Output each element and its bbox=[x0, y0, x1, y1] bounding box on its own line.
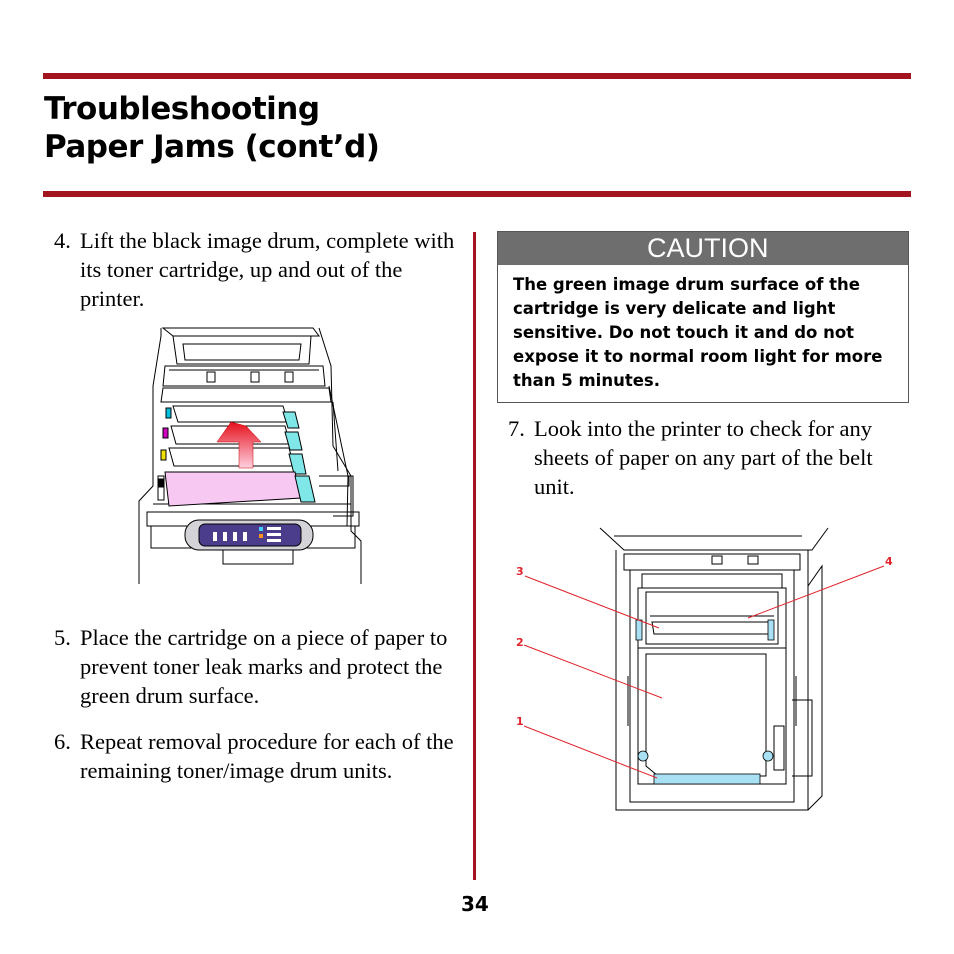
caution-box: CAUTION The green image drum surface of … bbox=[497, 231, 909, 403]
callout-1: 1 bbox=[516, 715, 524, 728]
caution-text: The green image drum surface of the cart… bbox=[513, 275, 883, 390]
callout-3: 3 bbox=[516, 565, 524, 578]
belt-unit-illustration: 1 2 3 4 bbox=[516, 527, 893, 811]
callout-2: 2 bbox=[516, 636, 524, 649]
page-title-line1: Troubleshooting bbox=[44, 91, 320, 127]
step-4: 4. Lift the black image drum, complete w… bbox=[54, 226, 464, 313]
drum-removal-illustration bbox=[138, 327, 362, 584]
column-divider bbox=[473, 232, 476, 880]
page-title-line2: Paper Jams (cont’d) bbox=[44, 129, 380, 165]
header-rule-top bbox=[43, 73, 911, 79]
callout-4: 4 bbox=[885, 555, 893, 568]
step-number: 4. bbox=[54, 228, 71, 253]
step-text: Look into the printer to check for any s… bbox=[534, 416, 873, 499]
step-7: 7. Look into the printer to check for an… bbox=[508, 414, 918, 501]
step-6: 6. Repeat removal procedure for each of … bbox=[54, 727, 454, 785]
page-title: Troubleshooting Paper Jams (cont’d) bbox=[44, 90, 380, 166]
step-text: Lift the black image drum, complete with… bbox=[80, 228, 455, 311]
step-text: Repeat removal procedure for each of the… bbox=[80, 729, 454, 783]
caution-heading: CAUTION bbox=[498, 232, 908, 265]
step-5: 5. Place the cartridge on a piece of pap… bbox=[54, 623, 464, 710]
step-text: Place the cartridge on a piece of paper … bbox=[80, 625, 448, 708]
page-number: 34 bbox=[461, 892, 489, 916]
step-number: 7. bbox=[508, 416, 525, 441]
header-rule-bottom bbox=[43, 191, 911, 197]
step-number: 6. bbox=[54, 729, 71, 754]
step-number: 5. bbox=[54, 625, 71, 650]
